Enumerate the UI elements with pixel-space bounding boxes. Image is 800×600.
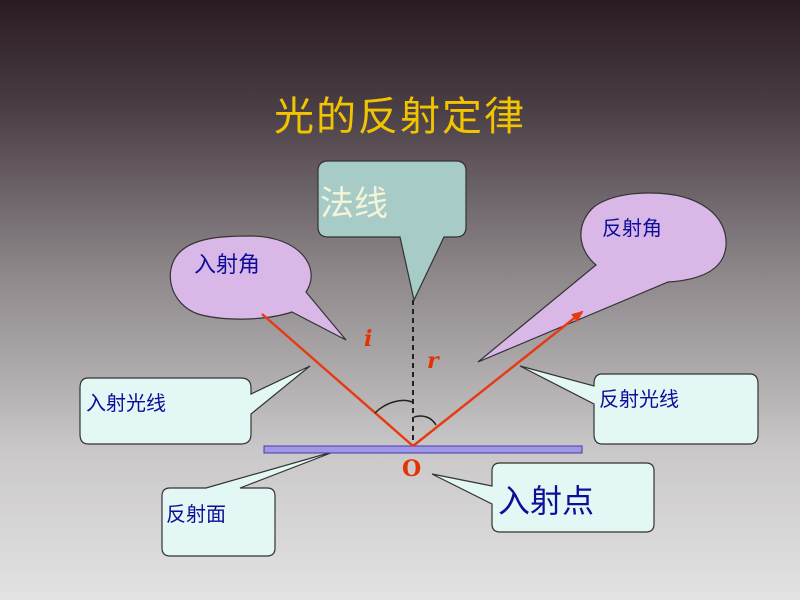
incident-ray-label: 入射光线: [86, 391, 166, 415]
incidence-point-callout-shape: [431, 462, 655, 533]
incident-ray-callout-shape: [79, 365, 311, 445]
normal-label: 法线: [320, 184, 388, 224]
reflected-ray-label: 反射光线: [599, 387, 679, 411]
reflection-angle-label: 反射角: [602, 216, 662, 240]
reflecting-surface-label: 反射面: [166, 502, 226, 526]
incident-angle-arc: [374, 399, 413, 414]
incidence-point-symbol: O: [402, 456, 422, 482]
normal-callout-shape: [317, 160, 467, 302]
reflecting-surface: [263, 445, 583, 454]
incident-angle-symbol: i: [364, 326, 373, 352]
incidence-point-label: 入射点: [498, 482, 595, 520]
slide-title: 光的反射定律: [274, 94, 526, 140]
incident-angle-callout-shape: [169, 235, 347, 341]
reflection-angle-callout-shape: [477, 192, 727, 363]
reflected-ray: [412, 310, 584, 447]
incident-ray: [261, 313, 414, 447]
surface-callout-shape: [161, 450, 337, 557]
reflection-angle-arc: [413, 415, 437, 426]
reflected-ray-callout-shape: [519, 365, 759, 445]
reflection-angle-symbol: r: [427, 348, 439, 374]
incident-angle-label: 入射角: [194, 253, 261, 278]
